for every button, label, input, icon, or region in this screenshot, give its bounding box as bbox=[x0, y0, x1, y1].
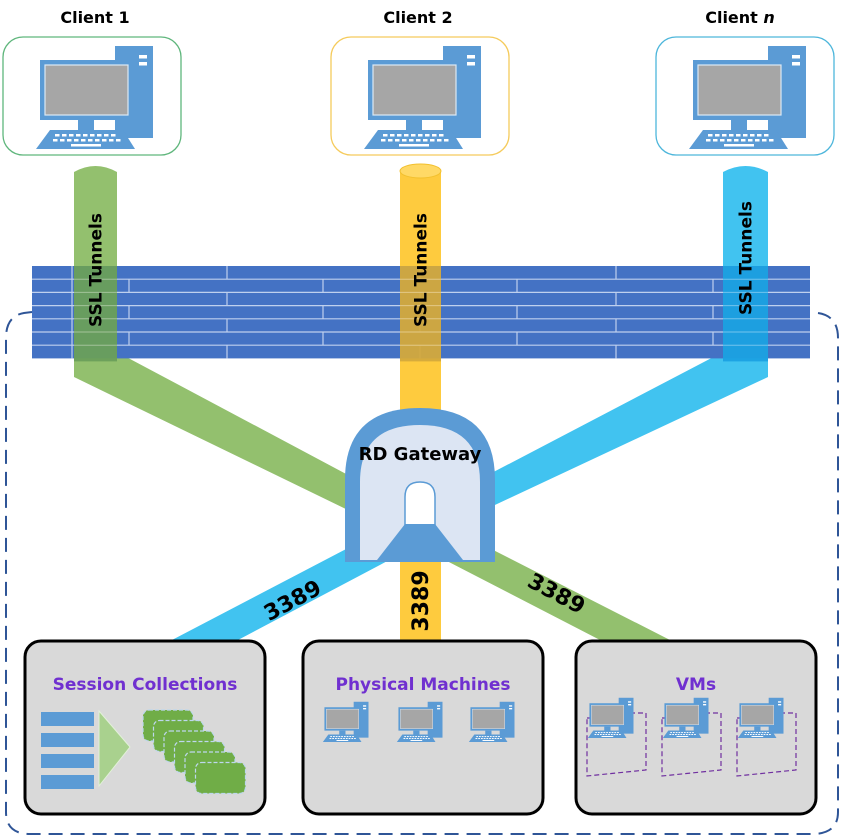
ssl-tunnel-green: SSL Tunnels bbox=[74, 166, 117, 362]
panel-title: Session Collections bbox=[53, 675, 238, 695]
tunnel-through-wall bbox=[74, 266, 117, 362]
rd-gateway[interactable]: RD Gateway bbox=[345, 408, 495, 562]
ssl-tunnel-pipes: SSL Tunnels SSL Tunnels SSL Tunnels bbox=[74, 163, 768, 362]
session-list-bar bbox=[41, 754, 94, 768]
gateway-label: RD Gateway bbox=[359, 444, 482, 465]
tunnel-cylinder-top bbox=[399, 163, 442, 179]
client-3[interactable]: Client n bbox=[655, 8, 835, 156]
session-list-bar bbox=[41, 733, 94, 747]
tunnel-opening-icon bbox=[404, 481, 436, 526]
vm-icon bbox=[736, 697, 797, 777]
panel-session-collections[interactable]: Session Collections bbox=[23, 639, 267, 816]
tunnel-pipe bbox=[723, 166, 768, 266]
client-2[interactable]: Client 2 bbox=[330, 8, 510, 156]
computer-icon bbox=[322, 701, 369, 743]
computer-glyph bbox=[662, 697, 709, 739]
computer-icon bbox=[363, 45, 482, 150]
tunnel-through-wall bbox=[400, 266, 441, 362]
ssl-tunnel-cyan: SSL Tunnels bbox=[723, 166, 768, 362]
ssl-tunnels-label: SSL Tunnels bbox=[737, 201, 757, 315]
computer-glyph bbox=[468, 701, 515, 743]
session-host-icon bbox=[194, 761, 247, 795]
session-list-bar bbox=[41, 712, 94, 726]
vm-icon bbox=[586, 697, 647, 777]
computer-icon bbox=[35, 45, 154, 150]
tunnel-through-wall bbox=[723, 266, 768, 362]
vm-icon bbox=[661, 697, 722, 777]
ssl-tunnels-label: SSL Tunnels bbox=[87, 213, 107, 327]
computer-glyph bbox=[396, 701, 443, 743]
tunnel-road-icon bbox=[377, 524, 463, 560]
computer-icon bbox=[688, 45, 807, 150]
computer-icon bbox=[396, 701, 443, 743]
resource-panels: Session Collections Physical Machines VMs bbox=[23, 639, 818, 816]
port-label-physical-machines: 3389 bbox=[409, 570, 434, 631]
ssl-tunnel-yellow: SSL Tunnels bbox=[399, 163, 442, 362]
client-1[interactable]: Client 1 bbox=[2, 8, 182, 156]
computer-glyph bbox=[737, 697, 784, 739]
tunnel-pipe bbox=[74, 166, 117, 266]
panel-title: Physical Machines bbox=[335, 675, 510, 695]
client-label: Client 1 bbox=[60, 8, 129, 27]
tunnel-pipe bbox=[400, 166, 441, 266]
network-perimeter bbox=[5, 311, 839, 835]
session-list-bar bbox=[41, 775, 94, 789]
computer-glyph bbox=[322, 701, 369, 743]
clients: Client 1 Client 2 Client n bbox=[2, 8, 835, 156]
computer-icon bbox=[468, 701, 515, 743]
panel-vms[interactable]: VMs bbox=[574, 639, 818, 816]
client-label: Client 2 bbox=[383, 8, 452, 27]
computer-glyph bbox=[587, 697, 634, 739]
panel-title: VMs bbox=[676, 675, 716, 695]
arrow-icon bbox=[98, 709, 131, 788]
ssl-tunnels-label: SSL Tunnels bbox=[412, 213, 432, 327]
panel-physical-machines[interactable]: Physical Machines bbox=[301, 639, 545, 816]
client-label: Client n bbox=[705, 8, 775, 27]
